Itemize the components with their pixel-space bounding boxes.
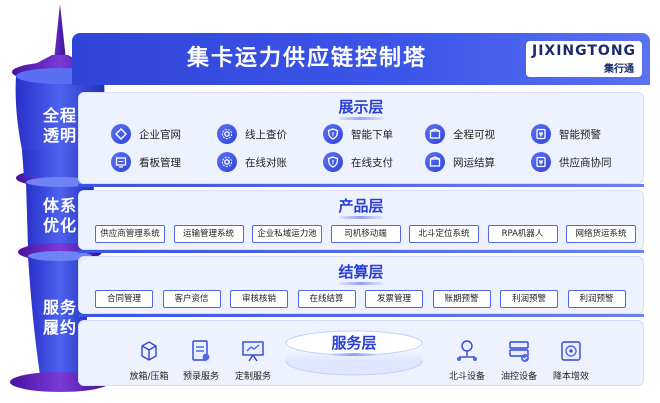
service-item-label: 放箱/压箱 (129, 372, 169, 382)
display-item-label: 在线支付 (351, 156, 393, 169)
network-icon (457, 340, 477, 361)
display-item: ¥ 供应商协同 (531, 151, 612, 173)
brand-logo: JIXINGTONG 集行通 (526, 41, 642, 77)
display-item-label: 线上查价 (245, 128, 287, 141)
display-item-label: 智能下单 (351, 128, 393, 141)
display-item-label: 看板管理 (139, 156, 181, 169)
product-item: 运输管理系统 (173, 225, 244, 243)
service-platform-disc (285, 330, 423, 376)
page-title: 集卡运力供应链控制塔 (186, 46, 427, 71)
gear-icon (217, 124, 237, 144)
badge-icon: ¥ (531, 152, 551, 172)
document-icon (192, 340, 210, 361)
display-item: ! 在线支付 (323, 151, 393, 173)
product-layer: 产品层 供应商管理系统运输管理系统企业私域运力池司机移动端北斗定位系统 RPA机器… (78, 190, 644, 250)
product-item: 北斗定位系统 (409, 225, 479, 243)
product-layer-title: 产品层 (79, 196, 643, 219)
settlement-layer-title: 结算层 (79, 262, 643, 285)
service-item: 北斗设备 (439, 337, 495, 382)
device-icon (509, 341, 529, 362)
display-layer-divider (78, 184, 644, 187)
settlement-item: 发票管理 (365, 290, 423, 308)
tower-label-fulfillment: 服务 履约 (42, 298, 77, 337)
settlement-item: 利润预警 (567, 290, 626, 308)
service-item-label: 降本增效 (552, 372, 589, 382)
svg-text:¥: ¥ (539, 160, 544, 167)
service-item-label: 油控设备 (500, 372, 537, 382)
settlement-item: 客户资信 (162, 290, 221, 308)
display-item: ! 智能下单 (323, 123, 393, 145)
badge-icon: ¥ (531, 124, 551, 144)
service-item: 预录服务 (173, 337, 229, 382)
service-item: 降本增效 (543, 337, 599, 382)
settlement-item: 审核核销 (230, 290, 288, 308)
settlement-item: 在线结算 (297, 290, 356, 308)
settlement-item: 利润预警 (500, 290, 558, 308)
service-item-label: 北斗设备 (448, 372, 485, 382)
service-item: 放箱/压箱 (121, 337, 177, 382)
settlement-item: 合同管理 (95, 290, 153, 308)
tower-label-transparency: 全程 透明 (42, 106, 77, 145)
display-item: 线上查价 (217, 123, 287, 145)
product-item: 网络货运系统 (566, 225, 636, 243)
product-item: RPA机器人 (487, 225, 558, 243)
product-item: 供应商管理系统 (95, 225, 165, 243)
service-item: 油控设备 (491, 337, 547, 382)
display-item: 企业官网 (111, 123, 181, 145)
settlement-layer: 结算层 合同管理客户资信审核核销在线结算发票管理账期预警利润预警利润预警 (78, 256, 644, 314)
display-item: 网运结算 (425, 151, 495, 173)
shield-icon: ! (323, 124, 343, 144)
display-item: 看板管理 (111, 151, 181, 173)
efficiency-icon (561, 341, 581, 361)
service-item-label: 预录服务 (182, 372, 219, 382)
diamond-icon (111, 124, 131, 144)
product-item: 司机移动端 (330, 225, 401, 243)
display-item-label: 供应商协同 (559, 156, 612, 169)
shield-icon: ! (323, 152, 343, 172)
product-item: 企业私域运力池 (252, 225, 322, 243)
box-icon (425, 152, 445, 172)
display-item-label: 网运结算 (453, 156, 495, 169)
settlement-item: 账期预警 (432, 290, 491, 308)
display-layer-title: 展示层 (79, 97, 643, 120)
board-icon (111, 152, 131, 172)
presentation-icon (242, 341, 264, 362)
container-icon (141, 341, 157, 361)
service-item-label: 定制服务 (234, 372, 271, 382)
svg-text:!: ! (332, 132, 335, 139)
display-item: 全程可视 (425, 123, 495, 145)
display-layer: 展示层 企业官网 线上查价! 智能下单 全程可视 ¥ 智能预警看板管理 在线对账! 在线支付 网… (78, 92, 644, 184)
display-item-label: 全程可视 (453, 128, 495, 141)
display-item-label: 在线对账 (245, 156, 287, 169)
tower-label-optimization: 体系 优化 (42, 196, 77, 235)
display-item: 在线对账 (217, 151, 287, 173)
svg-text:!: ! (332, 160, 335, 167)
header-banner: 集卡运力供应链控制塔 JIXINGTONG 集行通 (72, 33, 650, 85)
settlement-layer-divider (78, 314, 644, 317)
display-item-label: 企业官网 (139, 128, 181, 141)
logo-chinese-name: 集行通 (604, 64, 634, 75)
service-item: 定制服务 (225, 337, 281, 382)
gear-icon (217, 152, 237, 172)
svg-text:¥: ¥ (539, 132, 544, 139)
display-item-label: 智能预警 (559, 128, 601, 141)
service-layer: 服务层 放箱/压箱 预录服务 定制服务 北斗设备 油控设备 降本增效 (78, 320, 644, 386)
service-layer-title: 服务层 (79, 333, 629, 356)
box-icon (425, 124, 445, 144)
logo-wordmark: JIXINGTONG (532, 43, 637, 59)
display-item: ¥ 智能预警 (531, 123, 601, 145)
product-layer-divider (78, 250, 644, 253)
